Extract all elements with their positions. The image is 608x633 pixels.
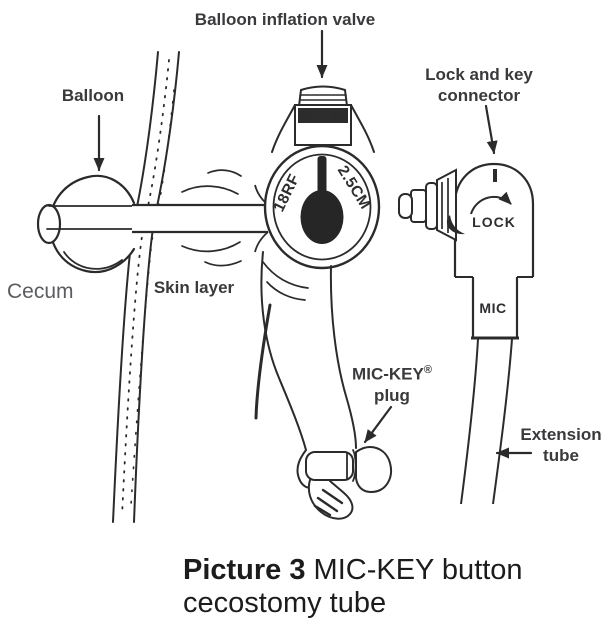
lock-text: LOCK — [472, 214, 516, 230]
bell-left-side — [271, 104, 296, 153]
skin-band-stipple-2 — [130, 89, 175, 506]
strap-left-edge — [260, 251, 312, 489]
extension-tube-right-line — [492, 338, 513, 505]
strap-right-edge — [329, 265, 357, 449]
lock-and-key-line-2: connector — [437, 86, 521, 105]
crease-lower — [181, 241, 241, 253]
connector-body-fill — [455, 164, 533, 280]
caption-picture-number: Picture 3 — [183, 554, 306, 586]
extension-tube-line-2: tube — [543, 446, 579, 465]
plug-knob — [355, 446, 392, 494]
nozzle-shadow — [446, 215, 465, 235]
caption-line-2: cecostomy tube — [183, 587, 387, 619]
plug-tail-hatch-2 — [316, 496, 339, 513]
extension-tube-line-1: Extension — [520, 425, 602, 444]
extension-tube-label: Extension tube — [520, 424, 601, 466]
pointer-arrows — [93, 29, 533, 459]
lock-connector: LOCK MIC — [398, 162, 535, 505]
skin-band-left-edge — [112, 51, 159, 523]
mic-text: MIC — [479, 300, 506, 316]
balloon-label: Balloon — [61, 86, 125, 105]
caption-title-rest: MIC-KEY button — [305, 554, 523, 586]
connector-body-outline — [453, 162, 535, 277]
cap-right-side — [344, 89, 348, 107]
plug-tail — [307, 476, 354, 520]
plug-tail-hatch-3 — [313, 504, 332, 517]
lock-and-key-line-1: Lock and key — [425, 65, 533, 84]
lock-arrow — [484, 104, 498, 155]
inflation-lumen-tube — [254, 303, 272, 420]
stem-flare-lower — [254, 231, 269, 253]
skin-layer-label: Skin layer — [153, 278, 235, 297]
nozzle-cylinder — [410, 189, 427, 223]
cap-dome — [300, 85, 346, 91]
plug-strap — [254, 251, 357, 489]
valve-bal-text: BAL — [311, 111, 334, 123]
balloon-left-nub — [36, 203, 62, 245]
crease-upper — [181, 185, 239, 195]
skin-band-stipple-1 — [121, 59, 170, 517]
disc-inner-ring — [272, 153, 372, 261]
mic-key-plug-label: MIC-KEY® plug — [352, 360, 432, 406]
feed-port-opening — [300, 190, 344, 244]
button-disc: 18RF 2.5CM — [263, 144, 381, 270]
nozzle-tip — [398, 193, 413, 219]
balloon-inflation-valve-label: Balloon inflation valve — [194, 10, 376, 29]
tube-stem — [132, 184, 269, 253]
caption-line-1: Picture 3 MIC-KEY button — [183, 554, 523, 587]
balloon-fold — [63, 251, 123, 270]
plug-tail-hatch-1 — [321, 488, 344, 505]
mic-key-plug-line-2: plug — [374, 385, 410, 405]
extension-tube-left-line — [460, 338, 479, 505]
crease-lower-small — [204, 260, 242, 267]
stoma-creases — [181, 169, 242, 267]
stem-body — [132, 205, 268, 232]
registered-mark: ® — [423, 364, 432, 376]
plug-cylinder — [305, 451, 354, 481]
inflation-valve-cap: BAL — [294, 85, 352, 146]
figure-caption: Picture 3 MIC-KEY button cecostomy tube — [183, 554, 523, 620]
feed-port-slot — [317, 156, 327, 196]
crease-upper-small — [207, 169, 242, 177]
mic-key-plug-shape — [305, 446, 392, 520]
lock-and-key-connector-label: Lock and key connector — [425, 64, 533, 106]
strap-fold-2 — [266, 281, 306, 301]
bell-right-side — [350, 104, 375, 153]
rotate-arc-arrow — [470, 191, 512, 215]
valve-label-band — [298, 108, 348, 123]
balloon-shape — [36, 174, 136, 274]
cap-left-side — [298, 89, 302, 107]
button-bell — [271, 104, 375, 153]
strap-fold-1 — [262, 261, 309, 289]
mic-key-plug-line-1: MIC-KEY® — [352, 360, 432, 385]
nozzle-flange — [425, 182, 438, 230]
balloon-outline — [48, 174, 136, 274]
mic-key-plug-name: MIC-KEY — [352, 364, 424, 384]
plug-arrow — [363, 405, 393, 444]
cecum-label: Cecum — [7, 280, 74, 303]
